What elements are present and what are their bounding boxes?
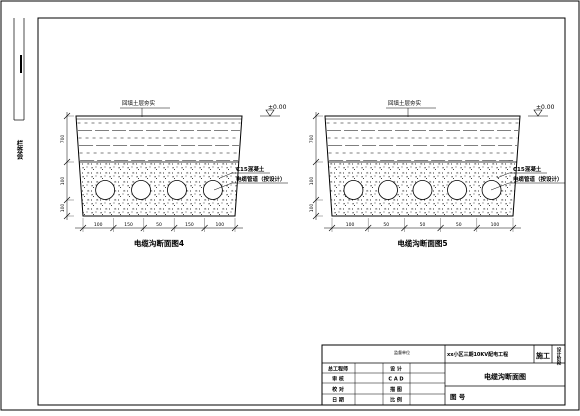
level-triangle — [533, 109, 543, 117]
conduit-pipe — [131, 180, 151, 200]
conduit-pipe — [343, 180, 364, 200]
dim-label-horizontal: 100 — [94, 222, 103, 228]
conduit-pipe — [412, 180, 433, 200]
concrete-leader — [219, 172, 233, 179]
dim-label-vertical: 100 — [60, 204, 66, 213]
dim-label-horizontal: 50 — [383, 222, 389, 228]
row-label: 描 图 — [389, 386, 402, 393]
sidebar-label: 栏签会 — [15, 139, 24, 161]
conduit-pipe — [202, 180, 223, 200]
trench-outline — [75, 115, 243, 217]
stage-label: 施工 — [536, 351, 550, 360]
dim-label-horizontal: 50 — [420, 222, 426, 228]
dim-label-horizontal: 150 — [185, 222, 194, 228]
section-caption: 电缆沟断面图5 — [397, 238, 447, 248]
row-label: 审 核 — [332, 376, 344, 383]
dim-label-vertical: 100 — [60, 177, 66, 186]
row-label: 设 计 — [390, 366, 402, 373]
row-label: C A D — [388, 377, 403, 383]
sidebar-signature-column: 栏签会 — [13, 18, 25, 161]
dim-label-vertical: 700 — [309, 135, 315, 144]
drawing-title: 电缆沟断面图 — [484, 372, 526, 381]
dim-label-horizontal: 100 — [491, 222, 500, 228]
dim-label-horizontal: 100 — [216, 222, 225, 228]
level-mark: ±0.00 — [268, 104, 287, 111]
conduit-leader — [490, 182, 510, 191]
dim-label-horizontal: 50 — [156, 222, 162, 228]
inner-frame — [37, 17, 566, 406]
conduit-pipe — [378, 180, 398, 200]
conduit-pipe — [167, 180, 187, 200]
project-name: xx小区三期10KV配电工程 — [447, 351, 508, 358]
backfill-label: 回填土层夯实 — [388, 99, 422, 107]
dim-label-vertical: 100 — [309, 204, 315, 213]
concrete-label: C15混凝土 — [236, 165, 265, 173]
conduit-pipe — [447, 180, 467, 200]
dim-label-horizontal: 100 — [346, 222, 355, 228]
section-caption: 电缆沟断面图4 — [134, 238, 184, 248]
title-block: 监督单位 xx小区三期10KV配电工程 施工 设计阶段 电缆沟断面图 图 号 总… — [321, 344, 566, 406]
dim-label-vertical: 100 — [309, 177, 315, 186]
drawing-no-label: 图 号 — [450, 392, 466, 401]
level-triangle — [265, 109, 275, 117]
level-mark: ±0.00 — [536, 104, 555, 111]
concrete-leader — [496, 172, 510, 179]
conduit-label: 电缆管道（按设计） — [513, 175, 563, 183]
row-label: 校 对 — [332, 386, 344, 393]
conduit-label: 电缆管道（按设计） — [236, 175, 286, 183]
dim-label-horizontal: 150 — [124, 222, 133, 228]
dim-label-horizontal: 50 — [456, 222, 462, 228]
row-label: 日 期 — [332, 397, 344, 404]
dim-label-vertical: 700 — [60, 135, 66, 144]
backfill-label: 回填土层夯实 — [122, 99, 156, 107]
design-stage: 设计阶段 — [556, 346, 561, 367]
project-label: 监督单位 — [394, 349, 410, 355]
concrete-label: C15混凝土 — [513, 165, 542, 173]
row-label: 总工程师 — [328, 366, 348, 373]
conduit-pipe — [95, 180, 116, 200]
trench-outline — [324, 115, 521, 217]
concrete-layer — [79, 162, 239, 216]
row-label: 比 例 — [390, 397, 402, 404]
conduit-leader — [213, 182, 233, 191]
